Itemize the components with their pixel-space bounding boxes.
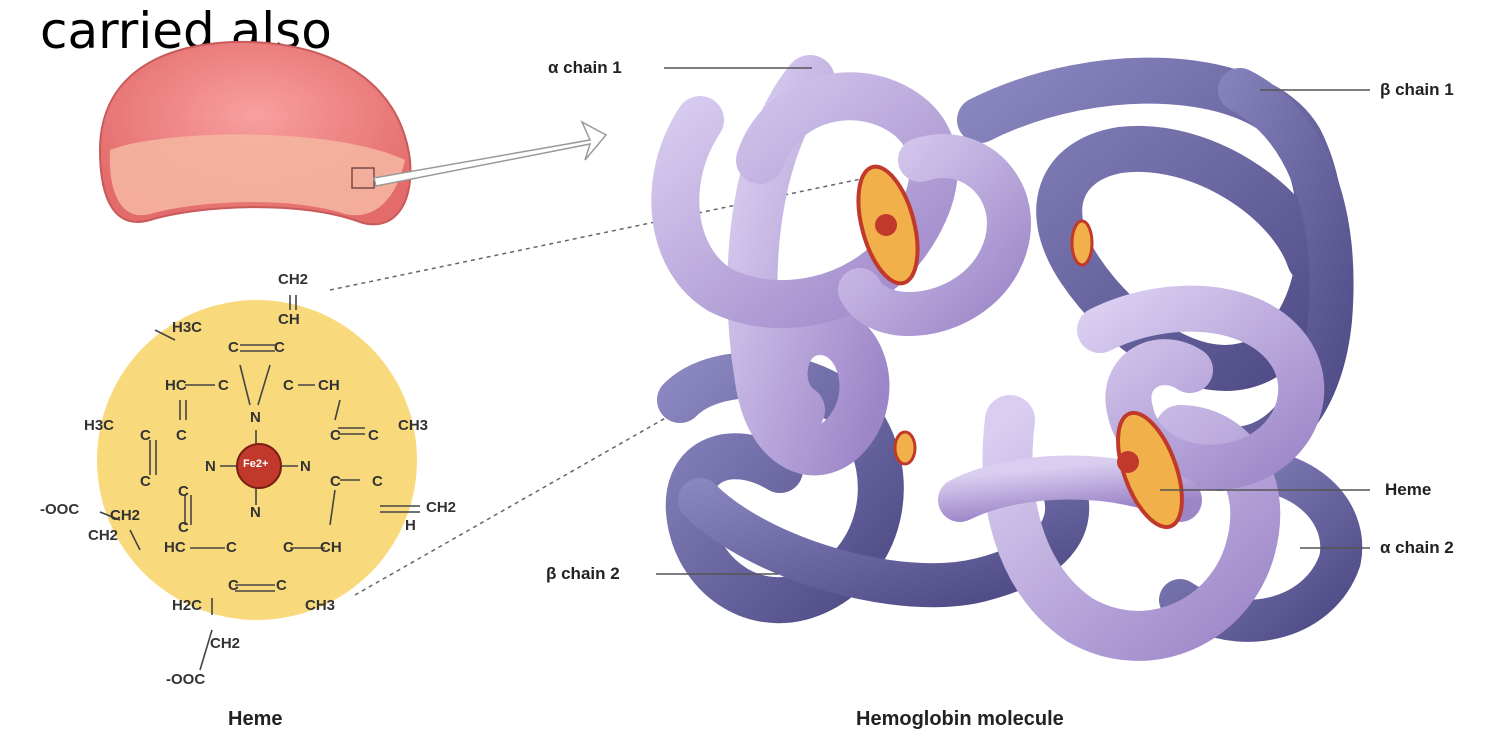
heme-group-label: C	[228, 340, 239, 355]
heme-group-label: N	[250, 410, 261, 425]
heme-group-label: CH2	[278, 272, 308, 287]
caption-hemoglobin: Hemoglobin molecule	[856, 708, 1064, 731]
heme-group-label: H3C	[172, 320, 202, 335]
heme-group-label: C	[178, 520, 189, 535]
heme-group-label: C	[140, 474, 151, 489]
label-alpha-chain-2: α chain 2	[1380, 538, 1454, 558]
heme-group-label: CH2	[426, 500, 456, 515]
heme-group-label: C	[368, 428, 379, 443]
heme-group-label: C	[330, 474, 341, 489]
heme-group-label: C	[226, 540, 237, 555]
heme-group-label: C	[276, 578, 287, 593]
caption-heme: Heme	[228, 708, 282, 731]
heme-group-label: N	[300, 459, 311, 474]
heme-group-label: C	[330, 428, 341, 443]
heme-group-label: -OOC	[166, 672, 205, 687]
heme-group-label: CH	[320, 540, 342, 555]
heme-group-label: HC	[164, 540, 186, 555]
heme-group-label: HC	[165, 378, 187, 393]
heme-group-label: C	[140, 428, 151, 443]
iron-label: Fe2+	[243, 459, 268, 470]
heme-group-label: C	[176, 428, 187, 443]
heme-group-label: N	[250, 505, 261, 520]
heme-group-label: H	[405, 518, 416, 533]
label-heme: Heme	[1385, 480, 1431, 500]
heme-group-label: CH	[278, 312, 300, 327]
heme-group-label: CH2	[110, 508, 140, 523]
label-beta-chain-1: β chain 1	[1380, 80, 1454, 100]
heme-group-label: C	[274, 340, 285, 355]
hemoglobin-molecule	[675, 80, 1341, 636]
heme-group-label: CH2	[210, 636, 240, 651]
heme-group-label: C	[178, 484, 189, 499]
heme-group-label: H3C	[84, 418, 114, 433]
label-alpha-chain-1: α chain 1	[548, 58, 622, 78]
heme-group-label: C	[228, 578, 239, 593]
red-blood-cell	[100, 42, 410, 224]
heme-group-label: CH3	[398, 418, 428, 433]
heme-group-label: CH3	[305, 598, 335, 613]
heme-group-label: H2C	[172, 598, 202, 613]
heme-group-label: CH2	[88, 528, 118, 543]
heme-group-label: C	[283, 540, 294, 555]
heme-group-label: CH	[318, 378, 340, 393]
heme-group-label: C	[218, 378, 229, 393]
heme-group-label: -OOC	[40, 502, 79, 517]
heme-group-label: C	[372, 474, 383, 489]
heme-group-label: N	[205, 459, 216, 474]
heme-group-label: C	[283, 378, 294, 393]
label-beta-chain-2: β chain 2	[546, 564, 620, 584]
